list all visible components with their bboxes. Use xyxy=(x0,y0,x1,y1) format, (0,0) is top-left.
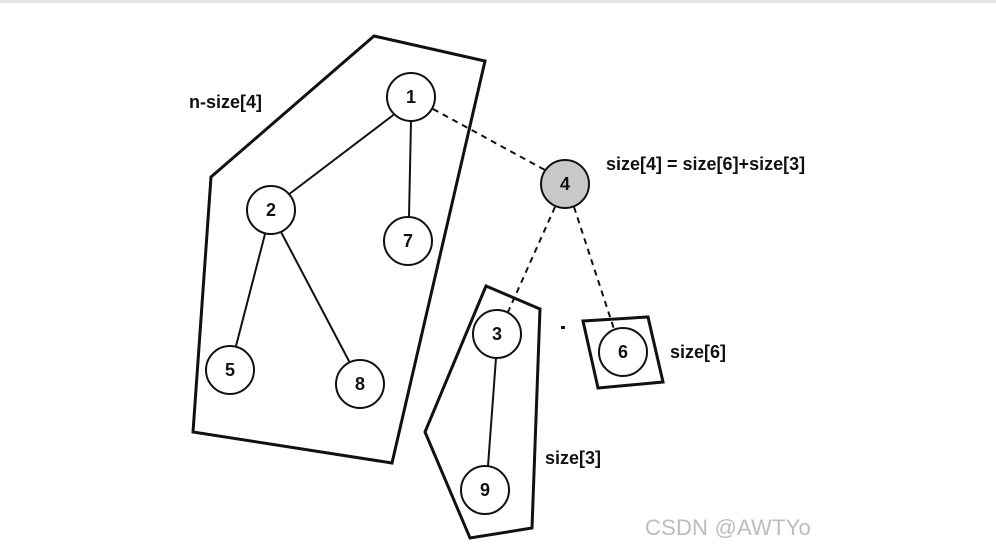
node-8: 8 xyxy=(335,359,385,409)
node-5: 5 xyxy=(205,345,255,395)
node-1: 1 xyxy=(386,72,436,122)
node-4: 4 xyxy=(540,159,590,209)
edge-2-5 xyxy=(235,233,266,347)
size-6-label: size[6] xyxy=(670,342,726,362)
node-1-label: 1 xyxy=(406,87,416,107)
watermark: CSDN @AWTYo xyxy=(645,515,811,540)
node-2-label: 2 xyxy=(266,200,276,220)
edge-1-2 xyxy=(287,112,397,196)
node-6-label: 6 xyxy=(618,342,628,362)
size-3-label: size[3] xyxy=(545,448,601,468)
edge-1-4-dashed xyxy=(432,108,546,171)
top-divider xyxy=(0,0,996,3)
node-9-label: 9 xyxy=(480,480,490,500)
node-6: 6 xyxy=(598,327,648,377)
node-8-label: 8 xyxy=(355,374,365,394)
stray-dot xyxy=(561,326,565,329)
edge-4-6-dashed xyxy=(573,206,615,330)
size-formula-label: size[4] = size[6]+size[3] xyxy=(606,154,805,174)
edge-2-8 xyxy=(280,231,351,364)
n-size-4-region xyxy=(191,34,487,465)
node-3: 3 xyxy=(472,309,522,359)
size-3-region xyxy=(423,284,542,540)
node-7-label: 7 xyxy=(403,231,413,251)
edge-3-9 xyxy=(487,357,497,467)
node-5-label: 5 xyxy=(225,360,235,380)
node-7: 7 xyxy=(383,216,433,266)
size-6-region xyxy=(581,315,665,390)
edge-1-7 xyxy=(408,120,412,218)
node-2: 2 xyxy=(246,185,296,235)
n-size-4-label: n-size[4] xyxy=(189,92,262,112)
edge-4-3-dashed xyxy=(507,206,556,313)
node-4-label: 4 xyxy=(560,174,570,194)
node-9: 9 xyxy=(460,465,510,515)
node-3-label: 3 xyxy=(492,324,502,344)
